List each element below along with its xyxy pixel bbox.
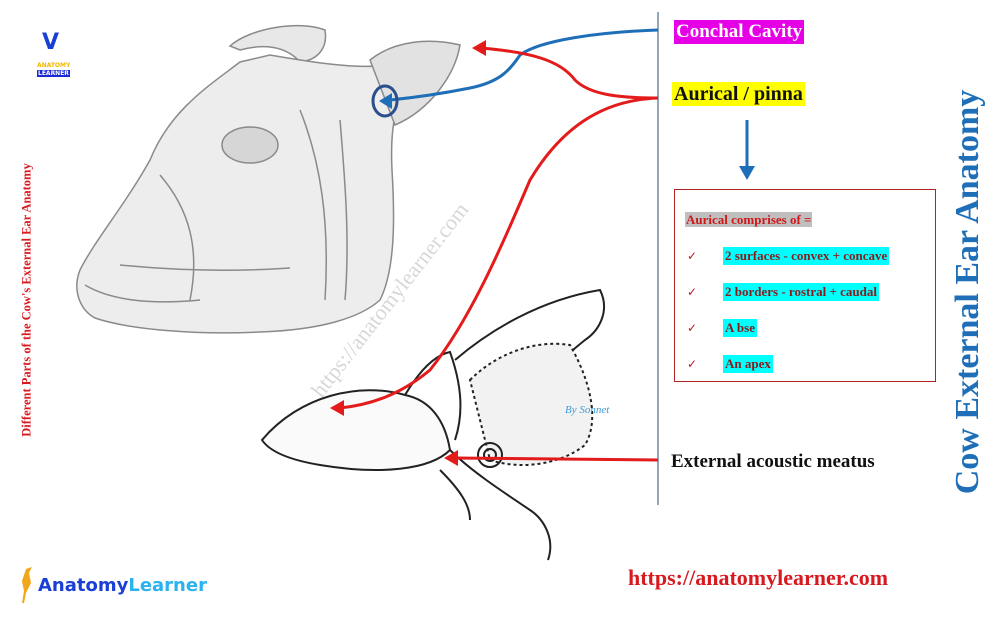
logo-line1: ANATOMY	[37, 62, 71, 69]
list-item-text: 2 surfaces - convex + concave	[723, 247, 890, 265]
check-icon: ✓	[687, 357, 698, 371]
cow-head-drawing	[76, 24, 461, 334]
meatus-pointer-arrow	[444, 450, 659, 466]
logo-mark: V	[42, 30, 60, 55]
check-icon: ✓	[687, 285, 698, 299]
aurical-pointer-arrows	[339, 46, 659, 410]
side-title: Different Parts of the Cow's External Ea…	[19, 163, 34, 437]
label-conchal-cavity: Conchal Cavity	[674, 20, 805, 44]
check-icon: ✓	[687, 321, 698, 335]
arrow-head-red	[330, 400, 344, 416]
list-item-text: 2 borders - rostral + caudal	[723, 283, 879, 301]
main-title: Cow External Ear Anatomy	[949, 89, 986, 495]
list-item-text: An apex	[723, 355, 773, 373]
label-external-acoustic-meatus: External acoustic meatus	[671, 451, 875, 472]
list-item-text: A bse	[723, 319, 757, 337]
aurical-info-box: Aurical comprises of = ✓ 2 surfaces - co…	[674, 189, 936, 382]
website-url[interactable]: https://anatomylearner.com	[628, 565, 889, 590]
figure-icon	[22, 567, 32, 603]
credit-text: By Sonnet	[565, 404, 610, 416]
logo-text-anatomy: Anatomy	[38, 575, 129, 596]
ear-section-drawing	[260, 288, 605, 561]
conchal-pointer-arrow	[371, 28, 659, 118]
aurical-box-heading: Aurical comprises of =	[685, 212, 813, 227]
logo-line2: LEARNER	[37, 70, 70, 77]
logo-text-learner: Learner	[128, 575, 207, 596]
check-icon: ✓	[687, 249, 698, 263]
down-arrow-icon	[739, 120, 755, 180]
logo-top: V ANATOMY LEARNER	[33, 28, 73, 78]
label-aurical-pinna: Aurical / pinna	[672, 82, 805, 106]
arrow-head-red	[472, 40, 486, 56]
